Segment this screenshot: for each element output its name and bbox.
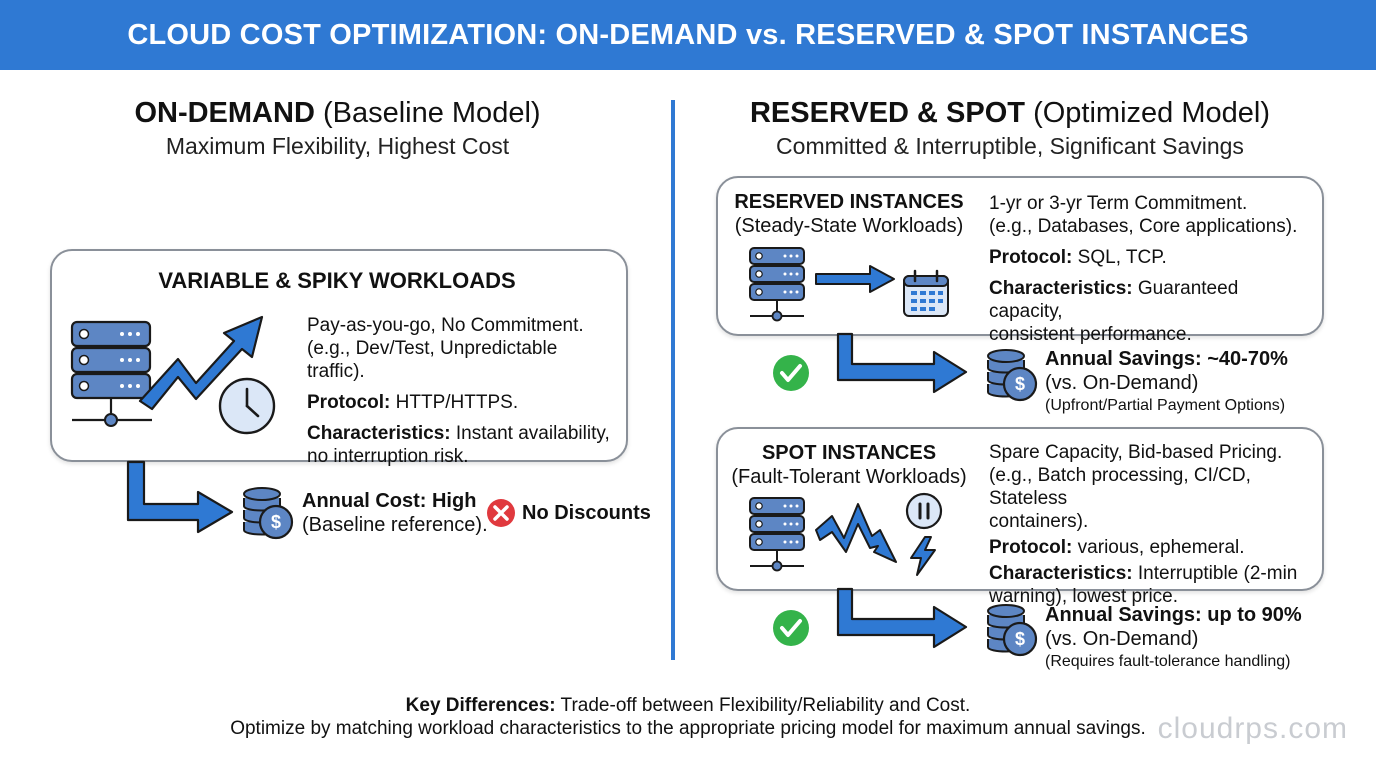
- on-demand-card-header: VARIABLE & SPIKY WORKLOADS: [158, 268, 516, 293]
- spot-header: SPOT INSTANCES: [761, 442, 937, 464]
- spot-line-1: Spare Capacity, Bid-based Pricing.: [989, 442, 1283, 463]
- protocol-value: various, ephemeral.: [1072, 537, 1245, 558]
- spot-line-3: containers).: [989, 511, 1089, 532]
- right-heading: RESERVED & SPOT (Optimized Model): [700, 97, 1320, 130]
- pause-icon: [905, 492, 943, 530]
- spot-savings-vs: (vs. On-Demand): [1045, 628, 1199, 650]
- characteristics-value-1: Guaranteed capacity,: [989, 278, 1239, 322]
- bent-arrow-icon: [836, 332, 968, 394]
- coin-stack-icon: $: [987, 349, 1038, 402]
- left-subheading: Maximum Flexibility, Highest Cost: [165, 133, 510, 159]
- on-demand-line-2: (e.g., Dev/Test, Unpredictable traffic).: [307, 338, 558, 382]
- spot-line-2: (e.g., Batch processing, CI/CD, Stateles…: [989, 465, 1251, 509]
- reserved-protocol: Protocol: SQL, TCP.: [989, 246, 1314, 269]
- reserved-card: [716, 176, 1324, 336]
- bent-arrow-icon: [836, 587, 968, 649]
- spot-savings-title: Annual Savings: up to 90%: [1045, 604, 1302, 626]
- characteristics-value-1: Instant availability,: [450, 423, 610, 444]
- page-title: CLOUD COST OPTIMIZATION: ON-DEMAND vs. R…: [127, 18, 1249, 51]
- protocol-value: HTTP/HTTPS.: [390, 392, 519, 413]
- page-banner: CLOUD COST OPTIMIZATION: ON-DEMAND vs. R…: [0, 0, 1376, 70]
- calendar-icon: [903, 269, 949, 317]
- server-icon: [749, 247, 805, 322]
- svg-text:$: $: [271, 512, 281, 532]
- check-icon: [773, 610, 809, 646]
- reserved-characteristics-cont: consistent performance.: [989, 324, 1192, 345]
- annual-cost-title: Annual Cost: High: [302, 490, 477, 512]
- protocol-label: Protocol:: [989, 537, 1073, 558]
- left-heading-rest: (Baseline Model): [314, 97, 541, 129]
- spot-header-block: SPOT INSTANCES (Fault-Tolerant Workloads…: [730, 441, 968, 489]
- reserved-header: RESERVED INSTANCES: [734, 191, 964, 213]
- x-icon: [487, 499, 515, 527]
- server-icon: [70, 320, 152, 427]
- svg-text:$: $: [1015, 374, 1025, 394]
- reserved-details: 1-yr or 3-yr Term Commitment. (e.g., Dat…: [989, 192, 1314, 346]
- on-demand-protocol: Protocol: HTTP/HTTPS.: [307, 391, 617, 414]
- on-demand-characteristics: Characteristics: Instant availability,: [307, 422, 617, 445]
- lightning-icon: [910, 536, 936, 576]
- protocol-label: Protocol:: [989, 247, 1073, 268]
- spot-details: Spare Capacity, Bid-based Pricing. (e.g.…: [989, 441, 1314, 608]
- coin-stack-icon: $: [987, 604, 1038, 657]
- spot-characteristics: Characteristics: Interruptible (2-min: [989, 562, 1314, 585]
- reserved-savings-title: Annual Savings: ~40-70%: [1045, 348, 1288, 370]
- spot-savings-note: (Requires fault-tolerance handling): [1045, 653, 1291, 670]
- spot-characteristics-cont: warning), lowest price.: [989, 586, 1179, 607]
- footer-key-differences: Key Differences: Trade-off between Flexi…: [0, 695, 1376, 717]
- on-demand-characteristics-cont: no interruption risk.: [307, 446, 469, 467]
- svg-text:$: $: [1015, 629, 1025, 649]
- right-heading-rest: (Optimized Model): [1025, 97, 1270, 129]
- spot-savings-block: Annual Savings: up to 90% (vs. On-Demand…: [1045, 603, 1302, 672]
- server-icon: [749, 497, 805, 572]
- spot-subheader: (Fault-Tolerant Workloads): [731, 466, 967, 488]
- spot-card: [716, 427, 1324, 591]
- footer-key-text: Trade-off between Flexibility/Reliabilit…: [555, 695, 971, 716]
- reserved-savings-note: (Upfront/Partial Payment Options): [1045, 397, 1286, 414]
- reserved-line-1: 1-yr or 3-yr Term Commitment.: [989, 193, 1248, 214]
- characteristics-value-1: Interruptible (2-min: [1132, 563, 1298, 584]
- reserved-characteristics: Characteristics: Guaranteed capacity,: [989, 277, 1314, 323]
- characteristics-label: Characteristics:: [307, 423, 451, 444]
- coin-stack-icon: $: [243, 487, 294, 540]
- volatile-arrow-icon: [815, 503, 897, 563]
- on-demand-line-1: Pay-as-you-go, No Commitment.: [307, 315, 584, 336]
- check-icon: [773, 355, 809, 391]
- reserved-header-block: RESERVED INSTANCES (Steady-State Workloa…: [730, 190, 968, 238]
- protocol-value: SQL, TCP.: [1072, 247, 1167, 268]
- annual-cost-note: (Baseline reference).: [302, 514, 488, 536]
- reserved-line-2: (e.g., Databases, Core applications).: [989, 216, 1298, 237]
- watermark: cloudrps.com: [1157, 712, 1348, 745]
- section-divider: [671, 100, 675, 660]
- left-heading: ON-DEMAND (Baseline Model): [50, 97, 625, 130]
- bent-arrow-icon: [126, 460, 234, 534]
- reserved-savings-block: Annual Savings: ~40-70% (vs. On-Demand) …: [1045, 347, 1288, 416]
- characteristics-label: Characteristics:: [989, 563, 1133, 584]
- protocol-label: Protocol:: [307, 392, 391, 413]
- reserved-subheader: (Steady-State Workloads): [734, 215, 964, 237]
- left-heading-bold: ON-DEMAND: [134, 97, 315, 129]
- reserved-savings-vs: (vs. On-Demand): [1045, 372, 1199, 394]
- no-discounts-badge: No Discounts: [522, 502, 651, 524]
- right-heading-bold: RESERVED & SPOT: [749, 97, 1026, 129]
- footer-key-label: Key Differences:: [405, 695, 556, 716]
- annual-cost-block: Annual Cost: High (Baseline reference).: [302, 489, 488, 537]
- footer-line-2: Optimize by matching workload characteri…: [230, 718, 1146, 739]
- right-arrow-icon: [815, 265, 895, 293]
- spot-protocol: Protocol: various, ephemeral.: [989, 536, 1314, 559]
- right-subheading: Committed & Interruptible, Significant S…: [776, 133, 1244, 159]
- on-demand-details: Pay-as-you-go, No Commitment. (e.g., Dev…: [307, 314, 617, 468]
- characteristics-label: Characteristics:: [989, 278, 1133, 299]
- trend-up-arrow-icon: [138, 315, 264, 411]
- clock-icon: [218, 377, 276, 435]
